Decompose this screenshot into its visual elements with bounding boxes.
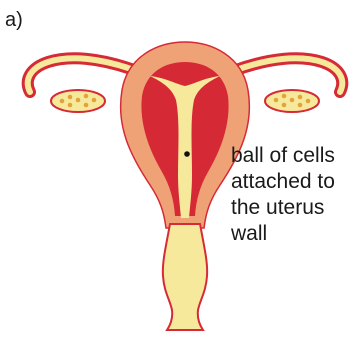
annotation-line-4: wall (231, 221, 335, 247)
annotation-line-3: the uterus (231, 195, 335, 221)
annotation-line-1: ball of cells (231, 143, 335, 169)
annotation-line-2: attached to (231, 169, 335, 195)
ball-of-cells-label: ball of cells attached to the uterus wal… (231, 143, 335, 247)
ball-of-cells (184, 151, 190, 157)
vagina (163, 224, 207, 330)
left-ovary (51, 90, 105, 112)
right-ovary (265, 90, 319, 112)
panel-label: a) (5, 9, 23, 32)
